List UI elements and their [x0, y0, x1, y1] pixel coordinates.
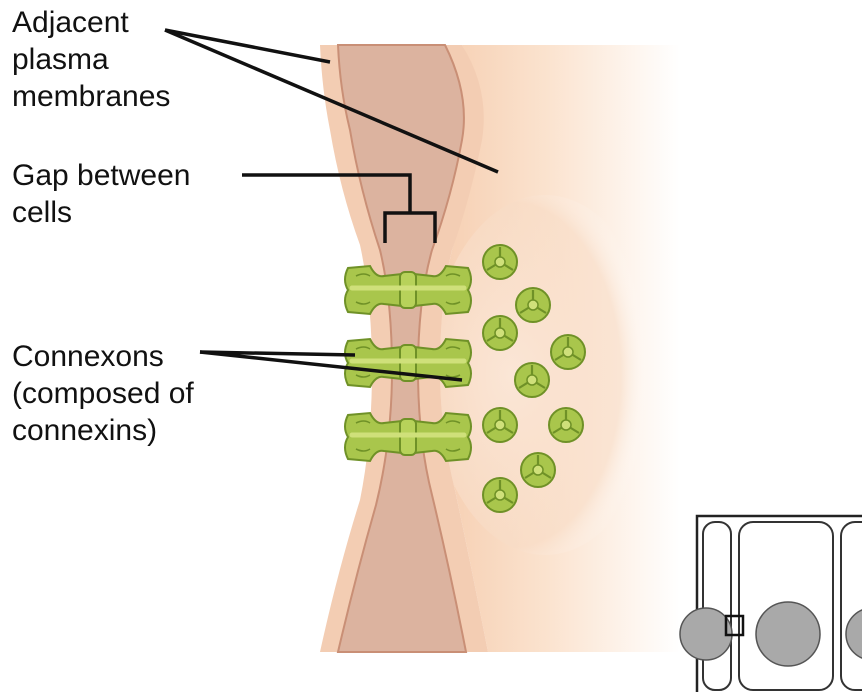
connexon-end-view-icon	[516, 288, 550, 322]
inset-cell	[703, 522, 731, 690]
cell-nucleus-icon	[756, 602, 820, 666]
membrane-leader-upper	[165, 30, 330, 62]
cell-nucleus-icon	[680, 608, 732, 660]
connexons-label: Connexons (composed of connexins)	[12, 338, 194, 449]
connexon-end-view-icon	[483, 408, 517, 442]
connexon-end-view-icon	[549, 408, 583, 442]
adjacent-membranes-label: Adjacent plasma membranes	[12, 4, 170, 115]
cell-layer-inset	[680, 516, 862, 692]
connexon-channel-icon	[345, 413, 471, 461]
gap-between-cells-label: Gap between cells	[12, 157, 190, 231]
connexon-end-view-icon	[483, 245, 517, 279]
inset-cell	[841, 522, 862, 690]
connexon-channels	[345, 266, 471, 461]
connexon-end-view-icon	[515, 363, 549, 397]
connexon-channel-icon	[345, 266, 471, 314]
connexon-end-view-icon	[483, 478, 517, 512]
connexon-end-view-icon	[521, 453, 555, 487]
connexon-end-view-icon	[551, 335, 585, 369]
connexon-end-view-icon	[483, 316, 517, 350]
